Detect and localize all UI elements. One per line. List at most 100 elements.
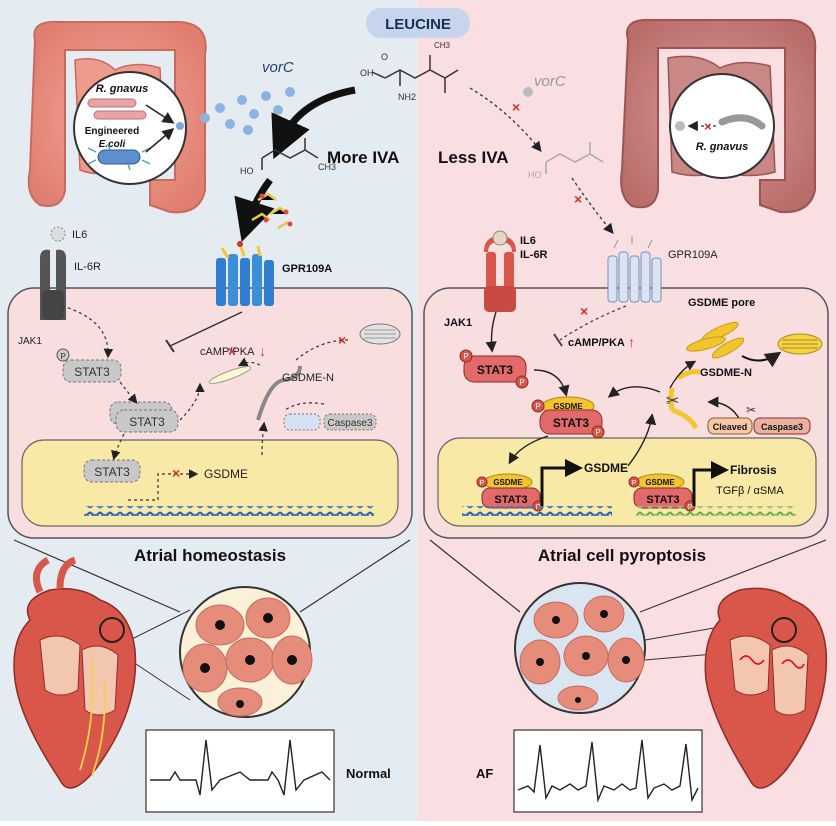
il6-label-left: IL6 (72, 229, 87, 241)
svg-text:STAT3: STAT3 (477, 363, 514, 377)
gpr109a-receptor-left (216, 241, 274, 306)
ecg-af-box (513, 729, 703, 813)
stat3-box-2-right (539, 409, 603, 435)
right-title: Atrial cell pyroptosis (538, 546, 706, 565)
fibrosis-label: Fibrosis (730, 463, 777, 477)
iva-ho-left: HO (240, 166, 254, 176)
il6r-receptor-left (40, 249, 66, 320)
svg-text:P: P (60, 352, 65, 361)
stat3-box-1-left (62, 359, 122, 383)
svg-text:P: P (480, 480, 485, 487)
leucine-label: LEUCINE (385, 16, 451, 33)
jak1-label-left: JAK1 (18, 336, 42, 347)
svg-text:P: P (535, 402, 540, 411)
il6r-receptor-right (484, 230, 516, 312)
left-heart-illustration (13, 556, 137, 789)
svg-text:GSDME: GSDME (493, 478, 523, 487)
leucine-molecule (371, 55, 459, 93)
engineered-label-2: E.coli (99, 139, 126, 150)
svg-text:×: × (580, 303, 588, 319)
gsdme-label-right: GSDME (584, 461, 628, 475)
dna-left (84, 506, 374, 516)
svg-text:P: P (595, 428, 600, 437)
camp-down-arrow: ↓ (259, 343, 266, 359)
svg-text:Caspase3: Caspase3 (327, 418, 372, 429)
ecg-normal-box (145, 729, 335, 813)
svg-text:STAT3: STAT3 (129, 415, 165, 429)
gsdme-pore-right-icon (777, 333, 823, 355)
camp-up-arrow: ↑ (628, 334, 635, 350)
dna-right-green (636, 506, 796, 516)
svg-text:×: × (172, 465, 180, 481)
gpr-inhibit-line-left (169, 311, 243, 347)
ecg-af-label: AF (476, 766, 493, 781)
svg-text:Cleaved: Cleaved (713, 422, 748, 432)
svg-text:✂: ✂ (746, 403, 756, 417)
more-iva-label: More IVA (327, 148, 399, 167)
right-vorc-label: vorC (534, 73, 566, 90)
iva-cluster-icon (251, 192, 293, 230)
svg-text:×: × (704, 119, 712, 134)
svg-text:STAT3: STAT3 (74, 365, 110, 379)
caspase3-left (323, 413, 377, 431)
tgf-label: TGFβ / αSMA (716, 485, 784, 497)
gsdme-n-label-left: GSDME-N (282, 372, 334, 384)
gsdme-pore-label: GSDME pore (688, 297, 755, 309)
ecg-normal-label: Normal (346, 766, 391, 781)
svg-text:GSDME: GSDME (645, 478, 675, 487)
right-zoom-circle (669, 73, 775, 179)
leucine-o: O (381, 52, 388, 62)
svg-text:P: P (463, 352, 468, 361)
leucine-oh: OH (360, 68, 374, 78)
caspase3-right (753, 417, 811, 435)
svg-text:×: × (574, 191, 582, 207)
il6r-label-left: IL-6R (74, 261, 101, 273)
leucine-ch3: CH3 (434, 41, 451, 50)
camp-label-left: cAMP/PKA (200, 346, 255, 358)
ecg-af-trace (517, 739, 699, 803)
ecg-normal-trace (150, 739, 331, 796)
cleaved-box (707, 417, 753, 435)
engineered-label-1: Engineered (85, 126, 139, 137)
stat3-box-1-right (463, 355, 527, 383)
right-heart-illustration (704, 587, 828, 789)
svg-text:×: × (228, 343, 236, 359)
gpr109a-receptor-right (607, 236, 662, 303)
gpr109a-label-right: GPR109A (668, 249, 718, 261)
camp-label-right: cAMP/PKA (568, 337, 625, 349)
il6-ligand-left (50, 226, 66, 242)
gpr109a-label-left: GPR109A (282, 263, 332, 275)
jak1-label-right: JAK1 (444, 317, 472, 329)
right-tissue-circle (514, 582, 646, 714)
left-bacterium-label: R. gnavus (96, 83, 149, 95)
less-iva-label: Less IVA (438, 148, 509, 167)
iva-ch3-left: CH3 (318, 162, 336, 172)
dna-right-blue (462, 506, 612, 516)
right-bacterium-label: R. gnavus (696, 141, 749, 153)
left-title: Atrial homeostasis (134, 546, 286, 565)
svg-text:×: × (512, 99, 520, 115)
gsdme-n-label-right: GSDME-N (700, 367, 752, 379)
big-arrow-iva-to-gpr (234, 177, 275, 243)
gsdme-n-left (256, 365, 302, 421)
svg-text:STAT3: STAT3 (494, 494, 527, 506)
iva-molecule-right (545, 142, 604, 174)
gsdme-pore-left-icon (359, 323, 401, 345)
ecoli-bacterium-icon (87, 143, 151, 171)
left-vorc-label: vorC (262, 59, 294, 76)
svg-text:STAT3: STAT3 (646, 494, 679, 506)
gsdme-fragments-right (686, 321, 745, 359)
left-tissue-circle (179, 586, 313, 718)
iva-ho-right: HO (528, 170, 542, 180)
svg-text:GSDME: GSDME (553, 402, 583, 411)
iva-molecule-left (261, 138, 319, 170)
svg-text:P: P (632, 480, 637, 487)
svg-text:STAT3: STAT3 (553, 416, 590, 430)
svg-text:STAT3: STAT3 (94, 465, 130, 479)
svg-text:P: P (519, 378, 524, 387)
phospho-left (56, 348, 70, 362)
gsdme-label-left: GSDME (204, 467, 248, 481)
il6-label-right: IL6 (520, 235, 536, 247)
